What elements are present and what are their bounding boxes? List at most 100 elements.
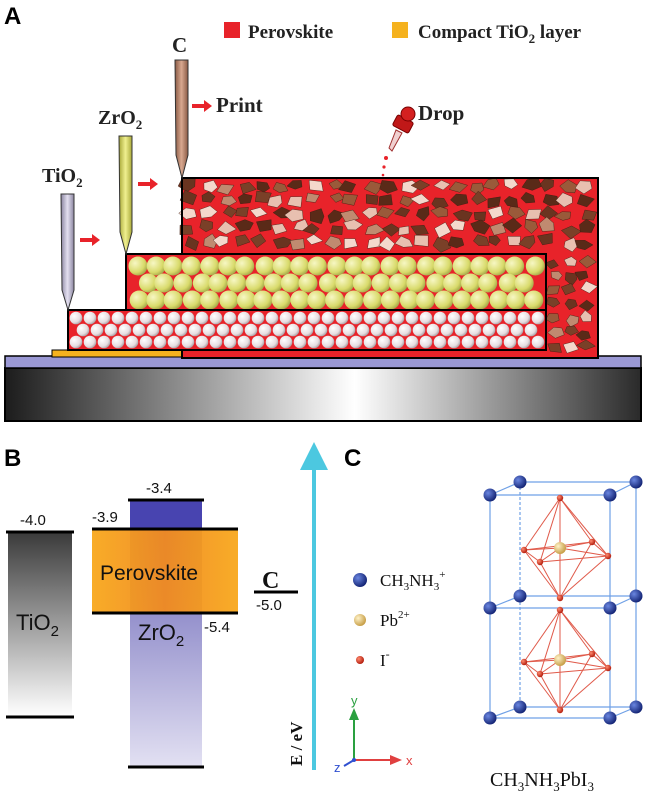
ma-cation (603, 711, 617, 725)
zro2-particle (271, 290, 291, 310)
carbon-flake (394, 207, 411, 218)
zro2-particle (505, 256, 525, 276)
zro2-particle (181, 256, 201, 276)
carbon-flake (547, 326, 565, 339)
carbon-flake (413, 234, 429, 247)
carbon-flake (578, 255, 597, 269)
carbon-flake (577, 194, 595, 208)
zro2-particle (452, 290, 472, 310)
carbon-flake (289, 238, 305, 251)
tio2-particle (286, 323, 300, 337)
legend-perovskite-swatch (224, 22, 240, 38)
carbon-flake (518, 235, 536, 250)
tio2-particle (405, 311, 419, 325)
carbon-flake (579, 218, 596, 233)
zro2-particle (426, 273, 446, 293)
zro2-particle (290, 256, 310, 276)
octahedron-bond (523, 609, 561, 663)
tio2-layer (67, 309, 547, 351)
octahedron-bond (523, 661, 541, 675)
octahedron-bond (591, 541, 609, 557)
tio2-particle (363, 311, 377, 325)
legend-i-label: I- (380, 647, 390, 670)
energy-axis-label: E / eV (287, 721, 306, 766)
zro2-particle (352, 273, 372, 293)
zro2-particle (487, 256, 507, 276)
tio2-particle (174, 323, 188, 337)
tio2-particle (209, 311, 223, 325)
zro2-particle (298, 273, 318, 293)
tool-c-label: C (172, 33, 187, 57)
tio2-particle (251, 335, 265, 349)
carbon-flake (576, 339, 596, 351)
zro2-particle (264, 273, 284, 293)
zro2-particle (129, 290, 149, 310)
zro2-particle (325, 290, 345, 310)
tio2-particle (265, 335, 279, 349)
octahedron-bond (559, 609, 609, 669)
tio2-particle (454, 323, 468, 337)
carbon-flake (379, 180, 398, 194)
carbon-flake (293, 219, 309, 232)
zro2-particle (470, 256, 490, 276)
tio2-band-label: TiO2 (16, 610, 59, 640)
zro2-particle (200, 256, 220, 276)
zro2-particle (280, 273, 300, 293)
zro2-particle (146, 290, 166, 310)
zro2-particle (524, 290, 544, 310)
carbon-flake (235, 234, 251, 247)
carbon-flake (550, 271, 563, 281)
perovskite-band (92, 529, 238, 613)
carbon-flake (308, 179, 324, 192)
iodide-atom (588, 650, 596, 658)
ma-cation (483, 601, 497, 615)
tio2-particle (503, 311, 517, 325)
legend-ma-label: CH3NH3+ (380, 569, 445, 593)
tio2-particle (153, 335, 167, 349)
zro2-particle (433, 256, 453, 276)
tio2-particle (321, 335, 335, 349)
iodide-atom (520, 658, 528, 666)
carbon-flake (565, 314, 580, 328)
carbon-flake (365, 223, 385, 235)
carbon-flake (563, 237, 579, 253)
zro2-particle (525, 256, 545, 276)
zro2-particle (506, 290, 526, 310)
tio2-particle (433, 311, 447, 325)
perovskite-cb-value: -3.9 (92, 509, 118, 526)
tio2-particle (90, 323, 104, 337)
print-arrows (80, 100, 212, 246)
carbon-flake (341, 193, 358, 206)
carbon-flake (507, 206, 526, 220)
carbon-flake (538, 216, 555, 232)
tio2-particle (279, 335, 293, 349)
zro2-particle (380, 290, 400, 310)
zro2-particle (290, 290, 310, 310)
carbon-flake (272, 236, 293, 249)
ma-cation (513, 700, 527, 714)
carbon-flake (237, 193, 253, 205)
carbon-flake (432, 236, 452, 253)
carbon-flake (521, 177, 542, 191)
carbon-flake (555, 192, 573, 208)
tio2-particle (69, 335, 83, 349)
octahedron-bond (539, 609, 561, 675)
carbon-flake (547, 342, 562, 353)
carbon-flake (564, 298, 578, 311)
carbon-flake (574, 240, 594, 251)
iodide-atom (520, 546, 528, 554)
carbon-flake (185, 236, 199, 251)
zro2-particle (219, 290, 239, 310)
carbon-flake (398, 225, 410, 236)
tool-tio2-label: TiO2 (42, 165, 83, 190)
tio2-particle (97, 335, 111, 349)
octahedron-bond (559, 659, 609, 669)
carbon-flake (580, 280, 598, 294)
tio2-particle (342, 323, 356, 337)
octahedron-bond (539, 667, 609, 675)
tio2-particle (447, 335, 461, 349)
legend-compact-swatch (392, 22, 408, 38)
octahedron-bond (539, 673, 561, 711)
zro2-particle (388, 273, 408, 293)
zro2-particle (182, 290, 202, 310)
